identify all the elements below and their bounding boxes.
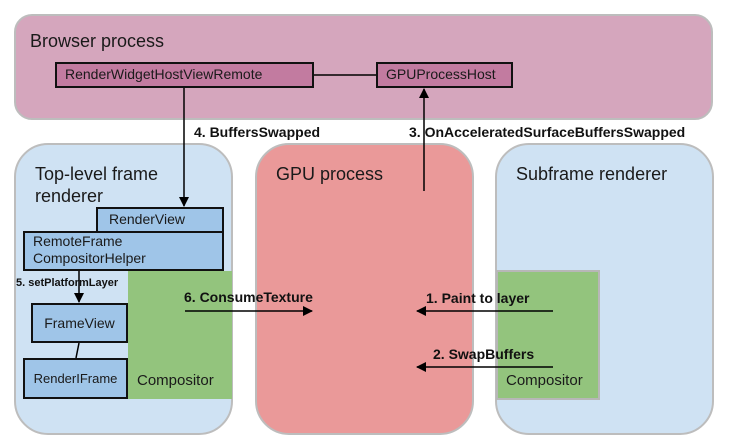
render-widget-host-view-remote-box: RenderWidgetHostViewRemote (55, 62, 314, 88)
frame-view-box: FrameView (31, 303, 128, 343)
step4-label: 4. BuffersSwapped (194, 124, 321, 140)
step5-label: 5. setPlatformLayer (16, 277, 119, 289)
gpu-process-title: GPU process (276, 164, 384, 184)
step1-label: 1. Paint to layer (426, 290, 530, 306)
browser-process-title: Browser process (30, 31, 165, 51)
frameview-renderiframe-connector (75, 342, 80, 359)
top-level-compositor-label: Compositor (137, 372, 214, 389)
step3-label: 3. OnAcceleratedSurfaceBuffersSwapped (409, 124, 686, 140)
subframe-compositor-label: Compositor (506, 372, 583, 389)
remote-frame-compositor-helper-box: RemoteFrame CompositorHelper (23, 231, 224, 271)
render-iframe-box: RenderIFrame (23, 358, 128, 399)
step6-label: 6. ConsumeTexture (184, 289, 313, 305)
gpu-process-host-box: GPUProcessHost (376, 62, 513, 88)
top-level-compositor-area (128, 271, 232, 399)
subframe-compositor-area (496, 270, 600, 400)
step2-label: 2. SwapBuffers (433, 346, 535, 362)
top-level-renderer-title-line1: Top-level frame (35, 164, 159, 184)
top-level-renderer-title-line2: renderer (35, 186, 104, 206)
gpu-process-region (255, 143, 474, 435)
subframe-renderer-title: Subframe renderer (516, 164, 668, 184)
remote-frame-compositor-helper-line1: RemoteFrame (33, 233, 123, 249)
remote-frame-compositor-helper-line2: CompositorHelper (33, 250, 146, 266)
